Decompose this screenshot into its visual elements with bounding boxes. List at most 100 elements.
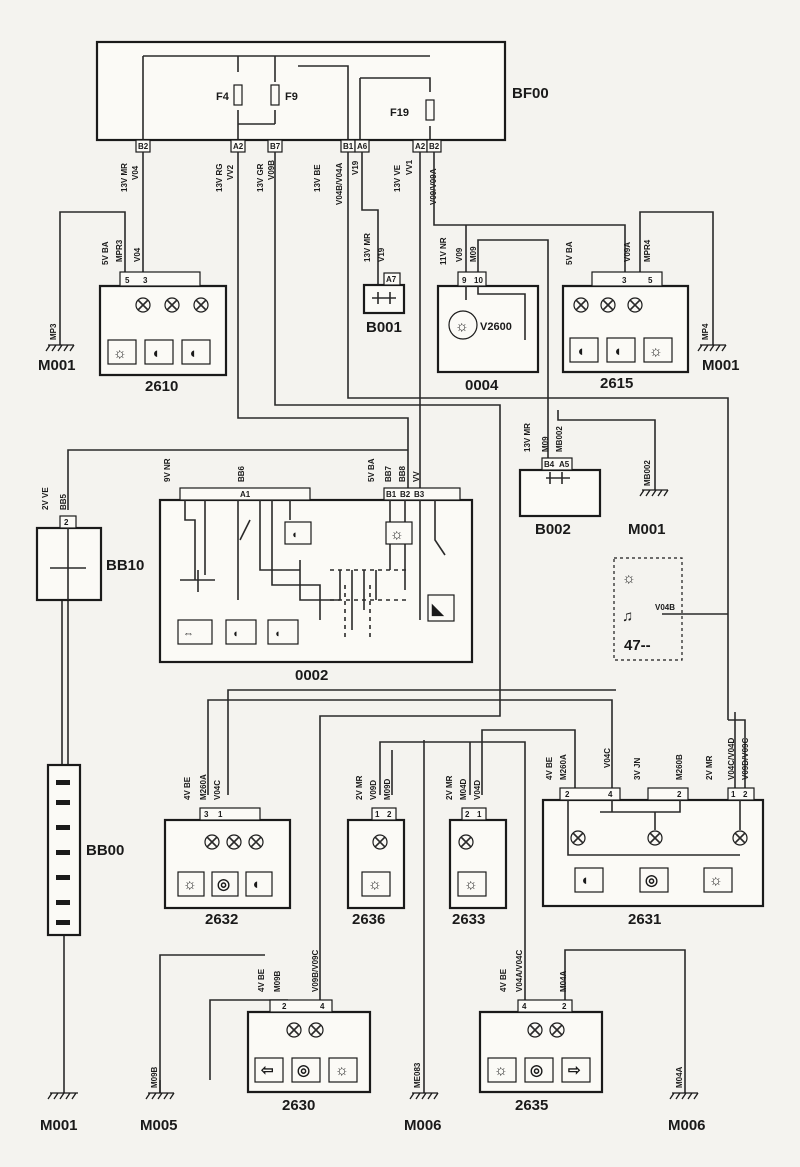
wire-id-label: M04D — [459, 778, 468, 800]
pin-label: 5 — [648, 276, 653, 285]
headlamp-icon — [291, 1057, 321, 1083]
wire-color-label: 13V VE — [393, 164, 402, 192]
bulb-icon — [647, 830, 663, 846]
fuse-f4-label: F4 — [216, 91, 230, 103]
conn-label: 4V BE — [545, 756, 554, 780]
svg-text:☼: ☼ — [464, 876, 478, 893]
component-0002: A1 B1 B2 B3 9V NR BB6 5V BA BB7 BB8 VV ◖… — [158, 458, 474, 684]
pin-label: 2 — [677, 790, 682, 799]
wire-id-label: V04 — [131, 165, 140, 180]
wire-id-label: V04A/V04C — [515, 950, 524, 992]
component-bb00: BB00 — [46, 763, 124, 937]
ground-code: M001 — [702, 357, 740, 374]
conn-label: 2V MR — [705, 755, 714, 780]
pin-label: 3 — [204, 810, 209, 819]
pin-label: A7 — [386, 275, 397, 284]
svg-text:◖: ◖ — [580, 872, 589, 889]
component-code: 2631 — [628, 911, 661, 928]
sun-lamp-icon: ☼ — [622, 570, 636, 587]
component-code: 2635 — [515, 1097, 548, 1114]
ground-m001-right: MP4 M001 — [697, 323, 740, 374]
wire-id-label: VV1 — [405, 159, 414, 175]
wire-id-label: MB002 — [555, 426, 564, 452]
wire-id-label: MP3 — [49, 323, 58, 340]
component-0004: 9 10 11V NR V09 M09 ☼ V2600 0004 — [436, 237, 540, 394]
ground-m006-right: M04A M006 — [668, 1066, 706, 1134]
component-code: 2633 — [452, 911, 485, 928]
bulb-icon — [458, 834, 474, 850]
svg-text:◖: ◖ — [274, 628, 281, 640]
conn-label: 5V BA — [367, 458, 376, 482]
pin-label: B4 — [544, 460, 555, 469]
bulb-icon — [135, 297, 151, 313]
sun-lamp-icon — [177, 871, 205, 897]
bulb-icon — [372, 834, 388, 850]
wires — [59, 152, 746, 1093]
svg-text:☼: ☼ — [649, 343, 663, 360]
component-code: 2636 — [352, 911, 385, 928]
bulb-icon — [286, 1022, 302, 1038]
wire-color-label: 13V RG — [215, 164, 224, 192]
sun-lamp-icon — [487, 1057, 517, 1083]
conn-label: 2V VE — [41, 487, 50, 510]
component-2635: 4 2 4V BE V04A/V04C M04A ☼ ◎ ⇨ 2635 — [478, 950, 604, 1114]
bf-pin: B2 — [138, 142, 149, 151]
svg-text:◣: ◣ — [431, 601, 445, 618]
svg-text:◖: ◖ — [151, 345, 160, 362]
wire-id-label: BB7 — [384, 465, 393, 482]
conn-label: 5V BA — [565, 241, 574, 265]
pin-label: 2 — [387, 810, 392, 819]
component-2631: 2 4 2 1 2 4V BE M260A V04C 3V JN M260B 2… — [541, 738, 765, 928]
component-2633: 2 1 2V MR M04D V04D ☼ 2633 — [445, 775, 508, 928]
svg-text:◖: ◖ — [232, 628, 239, 640]
component-code: 2615 — [600, 375, 633, 392]
pin-label: 2 — [562, 1002, 567, 1011]
ground-m005: M09B M005 — [140, 1066, 178, 1134]
pin-label: 1 — [218, 810, 223, 819]
fuse-f9-icon — [270, 84, 280, 106]
bulb-icon — [308, 1022, 324, 1038]
svg-text:◖: ◖ — [188, 345, 197, 362]
pin-label: 4 — [608, 790, 613, 799]
component-2636: 1 2 2V MR V09D M09D ☼ 2636 — [346, 775, 406, 928]
bf-pin: A6 — [357, 142, 368, 151]
svg-text:☼: ☼ — [113, 345, 127, 362]
wire-id-label: V09B/V09C — [311, 950, 320, 992]
component-code: 0004 — [465, 377, 499, 394]
sun-lamp-icon — [385, 521, 413, 545]
wire-id-label: M09D — [383, 778, 392, 800]
component-code: B001 — [366, 319, 402, 336]
component-code: 0002 — [295, 667, 328, 684]
sun-lamp-icon — [361, 871, 391, 897]
ground-code: M005 — [140, 1117, 178, 1134]
svg-text:☼: ☼ — [455, 318, 469, 335]
ground-m001-battery: M001 — [40, 1092, 78, 1134]
conn-label: 9V NR — [163, 458, 172, 482]
fuse-f4-icon — [233, 84, 243, 106]
pin-label: 4 — [320, 1002, 325, 1011]
wire-id-label: VV2 — [226, 164, 235, 180]
conn-label: 13V MR — [363, 233, 372, 262]
dipped-beam-icon — [225, 619, 257, 645]
conn-label: 4V BE — [257, 968, 266, 992]
bulb-icon — [549, 1022, 565, 1038]
svg-text:☼: ☼ — [183, 876, 197, 893]
main-beam-icon — [181, 339, 211, 365]
pin-label: 2 — [743, 790, 748, 799]
pin-label: 3 — [143, 276, 148, 285]
wire-id-label: V09 — [455, 247, 464, 262]
pin-label: 2 — [64, 518, 69, 527]
pin-label: 1 — [477, 810, 482, 819]
sun-lamp-icon — [328, 1057, 358, 1083]
bulb-icon — [226, 834, 242, 850]
conn-label: 5V BA — [101, 241, 110, 265]
wire-id-label: V19 — [377, 247, 386, 262]
wire-id-label: V19 — [351, 160, 360, 175]
wire-id-label: M04A — [675, 1066, 684, 1088]
svg-text:☼: ☼ — [494, 1062, 508, 1079]
pin-label: 2 — [565, 790, 570, 799]
wire-id-label: M260A — [559, 754, 568, 780]
wire-id-label: VV — [412, 471, 421, 482]
svg-text:◖: ◖ — [576, 343, 585, 360]
pin-label: 5 — [125, 276, 130, 285]
